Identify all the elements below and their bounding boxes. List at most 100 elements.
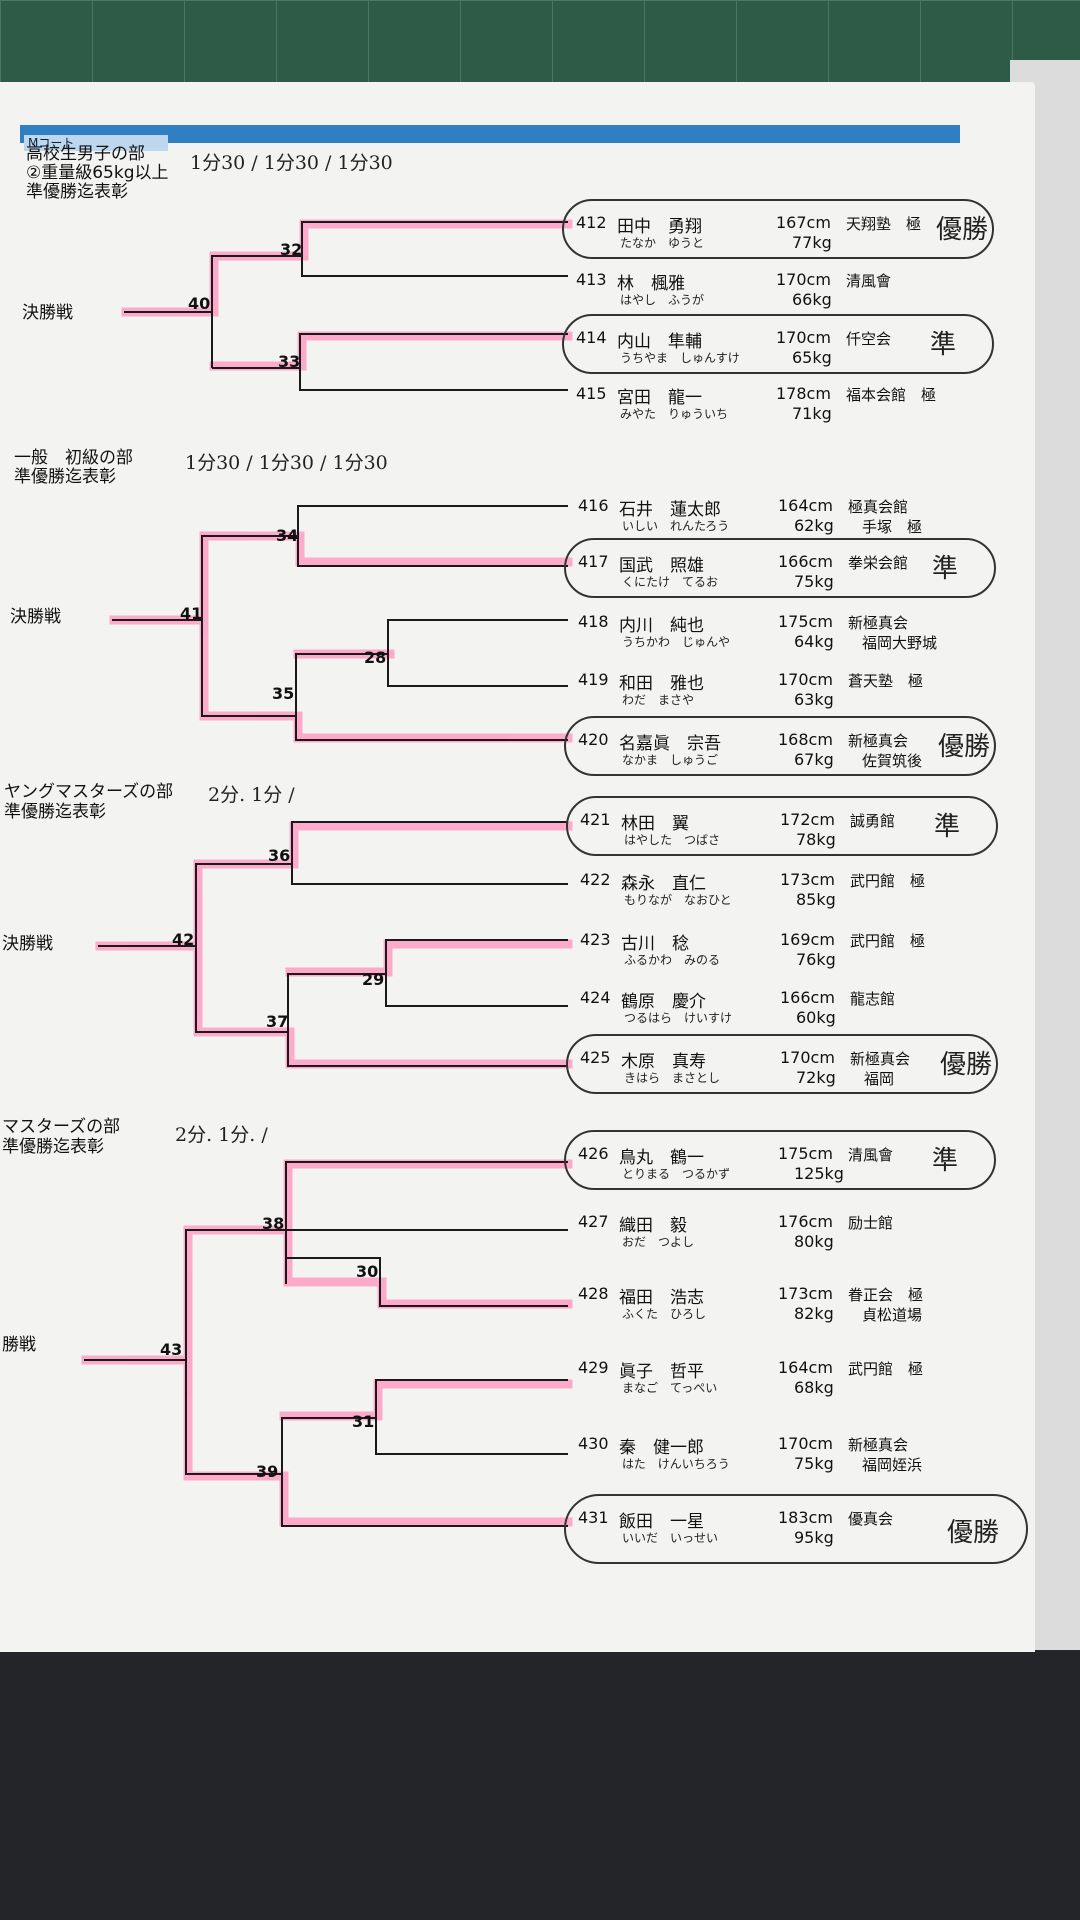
- entry-weight: 62kg: [794, 516, 834, 535]
- entry-dojo-branch: 福岡大野城: [862, 634, 938, 652]
- entry-name: 森永 直仁: [621, 874, 706, 894]
- entry-number: 428: [578, 1284, 609, 1303]
- result-circle: [562, 314, 994, 374]
- entry-height: 170cm: [776, 328, 831, 347]
- section-3-title-2: 準優勝迄表彰: [4, 802, 106, 822]
- bracket-line: [285, 1161, 568, 1284]
- entry-height: 173cm: [778, 1284, 833, 1303]
- entry-dojo: 福本会館 極: [846, 386, 937, 404]
- entry-number: 422: [580, 870, 611, 889]
- entry-weight: 80kg: [794, 1232, 834, 1251]
- entry-number: 415: [576, 384, 607, 403]
- court-header-bar: [20, 125, 960, 143]
- bout-number: 35: [272, 684, 295, 703]
- entry-name: 石井 蓮太郎: [619, 500, 721, 520]
- entry-kana: はた けんいちろう: [622, 1457, 730, 1471]
- section-1-title-1: 高校生男子の部: [26, 144, 145, 164]
- result-circle: [566, 1034, 998, 1094]
- highlighter-mark: [209, 331, 573, 371]
- entry-name: 林 楓雅: [617, 274, 685, 294]
- entry-height: 164cm: [778, 1358, 833, 1377]
- entry-kana: わだ まさや: [622, 693, 695, 707]
- entry-dojo: 優真会: [848, 1510, 894, 1528]
- entry-dojo-branch: 福岡: [864, 1070, 895, 1088]
- entry-dojo: 武円館 極: [850, 932, 926, 950]
- entry-weight: 95kg: [794, 1528, 834, 1547]
- entry-name: 内川 純也: [619, 616, 704, 636]
- entry-dojo-branch: 福岡姪浜: [862, 1456, 923, 1474]
- highlighter-mark: [283, 1159, 573, 1309]
- bout-number: 37: [266, 1012, 289, 1031]
- entry-name: 田中 勇翔: [617, 217, 702, 237]
- entry-kana: きはら まさとし: [624, 1071, 721, 1085]
- bout-number: 28: [364, 648, 387, 667]
- bracket-line: [297, 505, 568, 567]
- bracket-line: [291, 821, 568, 885]
- result-circle: [562, 199, 994, 259]
- section-1-final-label: 決勝戦: [22, 303, 73, 323]
- entry-weight: 77kg: [792, 233, 832, 252]
- bout-number: 39: [256, 1462, 279, 1481]
- entry-weight: 64kg: [794, 632, 834, 651]
- bracket-line: [211, 255, 302, 368]
- entry-kana: いしい れんたろう: [622, 519, 730, 533]
- bracket-line: [301, 221, 568, 277]
- entry-kana: うちやま しゅんすけ: [620, 351, 740, 365]
- highlighter-mark: [279, 1379, 573, 1421]
- entry-weight: 85kg: [796, 890, 836, 909]
- entry-name: 眞子 哲平: [619, 1362, 704, 1382]
- entry-kana: なかま しゅうご: [622, 753, 719, 767]
- entry-name: 宮田 龍一: [617, 388, 702, 408]
- entry-height: 170cm: [778, 1434, 833, 1453]
- section-3-time-note: 2分. 1分 /: [208, 784, 295, 806]
- entry-height: 166cm: [778, 552, 833, 571]
- bracket-line: [299, 333, 568, 391]
- entry-kana: まなご てっぺい: [622, 1381, 718, 1395]
- section-4-final-label: 勝戦: [2, 1335, 36, 1355]
- entry-name: 福田 浩志: [619, 1288, 704, 1308]
- result-mark: 準: [932, 1146, 959, 1176]
- entry-height: 170cm: [778, 670, 833, 689]
- section-1-title-3: 準優勝迄表彰: [26, 182, 128, 202]
- entry-dojo: 清風會: [846, 272, 892, 290]
- entry-dojo-branch: 貞松道場: [862, 1306, 923, 1324]
- bracket-line: [375, 1379, 568, 1455]
- entry-dojo: 武円館 極: [848, 1360, 924, 1378]
- entry-height: 170cm: [780, 1048, 835, 1067]
- entry-name: 林田 翼: [621, 814, 689, 834]
- entry-weight: 72kg: [796, 1068, 836, 1087]
- entry-height: 178cm: [776, 384, 831, 403]
- bracket-line: [287, 973, 568, 1067]
- entry-weight: 75kg: [794, 572, 834, 591]
- entry-kana: とりまる つるかず: [622, 1167, 731, 1181]
- entry-dojo: 拳栄会館: [848, 554, 909, 572]
- entry-number: 424: [580, 988, 611, 1007]
- background-fabric: [0, 1650, 1080, 1920]
- entry-number: 419: [578, 670, 609, 689]
- bracket-line: [286, 1257, 568, 1307]
- result-mark: 準: [932, 554, 959, 584]
- entry-kana: ふるかわ みのる: [624, 953, 721, 967]
- entry-kana: つるはら けいすけ: [624, 1011, 733, 1025]
- entry-name: 秦 健一郎: [619, 1438, 704, 1458]
- section-2-title-1: 一般 初級の部: [14, 448, 133, 468]
- bout-number: 40: [188, 294, 211, 313]
- section-2-final-label: 決勝戦: [10, 607, 61, 627]
- entry-kana: ふくた ひろし: [622, 1307, 707, 1321]
- entry-height: 173cm: [780, 870, 835, 889]
- entry-number: 413: [576, 270, 607, 289]
- entry-height: 176cm: [778, 1212, 833, 1231]
- entry-dojo: 新極真会: [850, 1050, 911, 1068]
- entry-name: 和田 雅也: [619, 674, 704, 694]
- bracket-line: [185, 1229, 286, 1475]
- section-3-title-1: ヤングマスターズの部: [4, 782, 174, 802]
- result-circle: [566, 796, 998, 856]
- program-sheet: [0, 82, 1035, 1652]
- entry-name: 飯田 一星: [619, 1512, 704, 1532]
- bracket-line: [201, 535, 298, 717]
- entry-height: 168cm: [778, 730, 833, 749]
- court-label: Mコート: [24, 135, 168, 151]
- section-4-title-1: マスターズの部: [2, 1117, 121, 1137]
- entry-height: 164cm: [778, 496, 833, 515]
